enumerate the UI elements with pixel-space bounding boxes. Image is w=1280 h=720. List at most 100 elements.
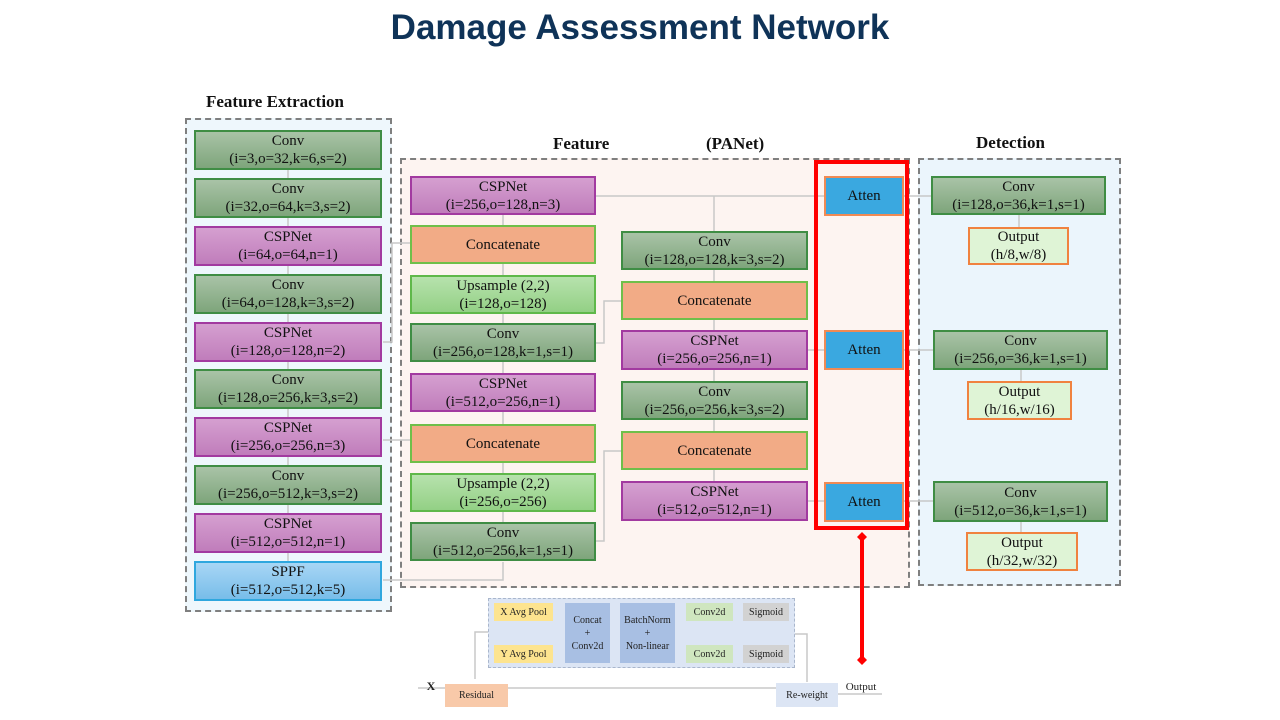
attention-highlight-box [814,160,909,530]
conv2d-top-block: Conv2d [686,603,733,621]
block-name: Upsample (2,2) [456,277,550,294]
output-label: Output [842,680,880,694]
block-name: Conv [1004,333,1037,349]
block-params: (i=512,o=512,n=1) [657,502,772,518]
neck-concatenate-4: Concatenate [621,431,808,470]
block-name: X Avg Pool [500,606,547,618]
block-params: (i=128,o=256,k=3,s=2) [217,390,359,406]
neck-cspnet-1: CSPNet(i=256,o=128,n=3) [410,176,596,215]
neck-concatenate-1: Concatenate [410,225,596,264]
backbone-conv-4: Conv (i=128,o=256,k=3,s=2) [194,369,382,409]
block-name: Atten [847,494,881,510]
block-name: Conv [271,133,305,149]
block-line: Concat [573,614,602,626]
x-avg-pool-block: X Avg Pool [494,603,553,621]
block-name: Sigmoid [749,606,783,618]
block-name: CSPNet [263,325,313,341]
backbone-conv-3: Conv (i=64,o=128,k=3,s=2) [194,274,382,314]
block-params: (i=64,o=128,k=3,s=2) [221,295,355,311]
block-params: (i=256,o=128,n=3) [445,196,561,213]
reweight-block: Re-weight [776,683,838,707]
backbone-cspnet-3: CSPNet(i=256,o=256,n=3) [194,417,382,457]
backbone-conv-1: Conv (i=3,o=32,k=6,s=2) [194,130,382,170]
block-params: (i=128,o=36,k=1,s=1) [952,196,1085,213]
block-name: Conv [486,325,520,342]
concat-conv2d-block: Concat+Conv2d [565,603,610,663]
conv2d-bottom-block: Conv2d [686,645,733,663]
attention-block-2: Atten [824,330,904,370]
block-name: SPPF [271,564,305,580]
block-line: Non-linear [625,640,670,652]
neck-conv-2: Conv(i=512,o=256,k=1,s=1) [410,522,596,561]
block-name: CSPNet [263,516,313,532]
block-line: Conv2d [571,640,604,652]
block-name: Conv [271,372,305,388]
attention-block-1: Atten [824,176,904,216]
block-name: CSPNet [690,333,739,349]
block-params: (i=256,o=36,k=1,s=1) [954,351,1087,367]
block-params: (i=256,o=256,k=3,s=2) [644,401,785,418]
block-params: (i=512,o=36,k=1,s=1) [954,502,1087,519]
block-name: Conv [698,233,731,250]
block-params: (i=512,o=512,n=1) [230,534,346,550]
block-name: Sigmoid [749,648,783,660]
backbone-cspnet-4: CSPNet (i=512,o=512,n=1) [194,513,382,553]
block-name: Upsample (2,2) [456,475,550,492]
neck-conv-1: Conv(i=256,o=128,k=1,s=1) [410,323,596,362]
block-params: (i=128,o=128,k=3,s=2) [644,251,785,268]
block-name: Conv2d [693,606,726,618]
backbone-cspnet-1: CSPNet(i=64,o=64,n=1) [194,226,382,266]
block-name: CSPNet [263,420,313,436]
detection-label: Detection [976,133,1045,152]
block-name: Conv [1004,484,1037,501]
block-name: Output [998,383,1041,400]
sigmoid-top-block: Sigmoid [743,603,789,621]
attention-block-3: Atten [824,482,904,522]
backbone-conv-5: Conv(i=256,o=512,k=3,s=2) [194,465,382,505]
feature-label: Feature [553,134,610,153]
backbone-cspnet-2: CSPNet (i=128,o=128,n=2) [194,322,382,362]
block-name: Y Avg Pool [500,648,547,660]
block-name: Conv [271,181,305,197]
block-params: (i=512,o=256,k=1,s=1) [432,542,574,559]
block-name: Conv [271,277,305,293]
neck-concatenate-3: Concatenate [621,281,808,320]
block-name: Conv [271,468,305,484]
block-line: BatchNorm [624,614,671,626]
block-name: Concatenate [465,236,541,253]
detection-output-2: Output(h/16,w/16) [967,381,1072,420]
block-name: Residual [459,690,494,701]
block-params: (i=128,o=128,n=2) [230,343,346,359]
block-params: (i=512,o=512,k=5) [230,582,346,598]
block-params: (i=512,o=256,n=1) [445,393,561,410]
label-text: Output [845,680,877,693]
neck-conv-4: Conv(i=256,o=256,k=3,s=2) [621,381,808,420]
neck-cspnet-4: CSPNet(i=512,o=512,n=1) [621,481,808,521]
block-name: Concatenate [465,435,541,452]
block-params: (h/32,w/32) [986,552,1058,569]
block-name: Conv [698,383,731,400]
panet-label: (PANet) [706,134,765,153]
neck-upsample-2: Upsample (2,2)(i=256,o=256) [410,473,596,512]
block-name: Re-weight [786,689,828,701]
block-name: Atten [847,342,881,358]
block-name: Output [1001,534,1043,551]
block-params: (i=64,o=64,n=1) [238,247,338,263]
backbone-conv-2: Conv(i=32,o=64,k=3,s=2) [194,178,382,218]
block-params: (i=3,o=32,k=6,s=2) [229,151,347,167]
input-x-label: X [424,679,438,693]
block-name: CSPNet [478,375,528,392]
residual-block: Residual [445,684,508,707]
neck-concatenate-2: Concatenate [410,424,596,463]
neck-cspnet-3: CSPNet (i=256,o=256,n=1) [621,330,808,370]
sigmoid-bottom-block: Sigmoid [743,645,789,663]
detection-output-3: Output(h/32,w/32) [966,532,1078,571]
block-params: (i=256,o=128,k=1,s=1) [432,343,574,360]
block-name: Conv2d [693,648,726,660]
neck-upsample-1: Upsample (2,2)(i=128,o=128) [410,275,596,314]
block-name: Atten [847,188,881,204]
block-name: Output [997,229,1040,245]
block-params: (i=256,o=256,n=1) [657,351,772,367]
block-line: + [644,627,651,639]
block-name: Conv [486,524,520,541]
